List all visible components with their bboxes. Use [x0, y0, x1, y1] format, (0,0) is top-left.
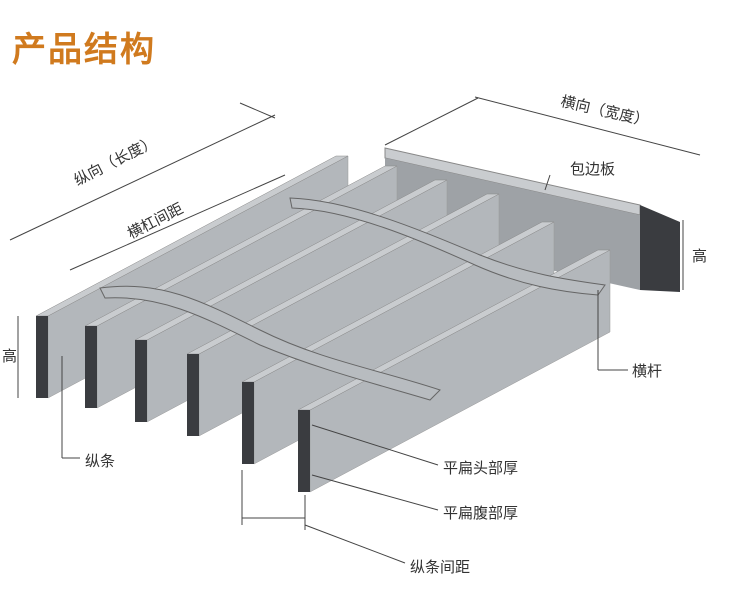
dim-tick — [239, 102, 276, 119]
label-bearing-bar-spacing: 纵条间距 — [410, 558, 471, 576]
label-bearing-bar: 纵条 — [85, 452, 116, 470]
dim-line-longitudinal — [9, 114, 276, 241]
bearing-bar-end — [36, 316, 48, 398]
leader-bearing-bar-spacing — [304, 524, 406, 564]
dim-line-crossbar-spacing — [69, 174, 286, 271]
leader-web-thickness — [311, 474, 439, 511]
label-height-left: 高 — [2, 347, 18, 365]
bearing-bar-end — [298, 410, 310, 492]
label-edge-plate: 包边板 — [570, 160, 616, 178]
twisted-crossbar-front — [99, 285, 441, 401]
leader-edge-plate — [544, 174, 551, 191]
page-title: 产品结构 — [12, 30, 156, 70]
label-height-right: 高 — [692, 247, 708, 265]
label-crossbar: 横杆 — [632, 362, 663, 380]
label-web-thickness: 平扁腹部厚 — [443, 504, 519, 522]
dim-line-transverse — [474, 96, 701, 156]
label-head-thickness: 平扁头部厚 — [443, 459, 519, 477]
twisted-crossbar-back — [289, 197, 606, 296]
edge-plate-inner — [385, 158, 640, 290]
bearing-bar-end — [242, 382, 254, 464]
leader-head-thickness — [311, 424, 439, 466]
bearing-bar-end — [187, 354, 199, 436]
bearing-bar-end — [135, 340, 147, 422]
dim-tick — [384, 97, 479, 146]
edge-plate-end — [640, 205, 680, 292]
bearing-bar-end — [85, 326, 97, 408]
